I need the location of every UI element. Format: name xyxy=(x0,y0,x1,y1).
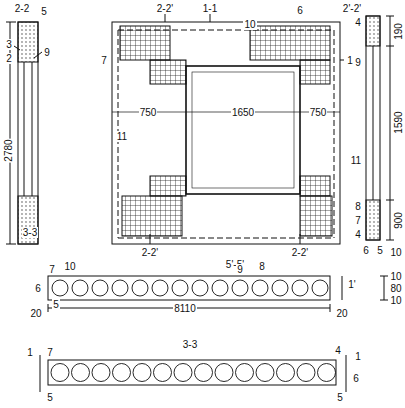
callout-number: 8 xyxy=(354,201,362,212)
hollow-core xyxy=(51,364,69,382)
section-label: 1' xyxy=(347,279,356,290)
callout-number: 7 xyxy=(354,215,362,226)
callout-number: 6 xyxy=(296,5,304,16)
hollow-core xyxy=(277,364,295,382)
section-strip xyxy=(366,16,380,240)
callout-number: 7 xyxy=(46,347,54,358)
dimension: 750 xyxy=(309,107,328,118)
dimension: 20 xyxy=(335,308,348,319)
hollow-core xyxy=(174,364,192,382)
hollow-core xyxy=(172,280,188,296)
callout-number: 1 xyxy=(346,55,354,66)
hollow-core xyxy=(132,280,148,296)
hollow-core xyxy=(52,280,68,296)
callout-number: 9 xyxy=(354,57,362,68)
wall-panel xyxy=(112,22,340,244)
callout-number: 11 xyxy=(116,131,128,142)
hollow-core xyxy=(92,364,110,382)
callout-number: 5 xyxy=(376,245,384,256)
section-label: 2-2 xyxy=(14,3,30,14)
callout-number: 6 xyxy=(362,245,370,256)
slab-section xyxy=(48,276,330,300)
callout-number: 9 xyxy=(43,47,51,58)
slab-section xyxy=(48,360,336,385)
callout-number: 10 xyxy=(243,19,256,30)
section-label: 2-2' xyxy=(291,247,309,258)
hollow-core xyxy=(112,280,128,296)
dimension: 1650 xyxy=(231,107,255,118)
section-label: 3-3 xyxy=(182,339,198,350)
dimension: 8110 xyxy=(173,303,197,314)
callout-number: 10 xyxy=(63,261,76,272)
callout-number: 1 xyxy=(26,347,34,358)
section-strip xyxy=(18,22,38,244)
hollow-core xyxy=(272,280,288,296)
hollow-core xyxy=(133,364,151,382)
callout-number: 5 xyxy=(52,299,60,310)
dimension: 2780 xyxy=(3,138,14,162)
callout-number: 8 xyxy=(258,261,266,272)
hollow-core xyxy=(152,280,168,296)
hollow-core xyxy=(212,280,228,296)
dimension: 750 xyxy=(139,107,158,118)
callout-number: 6 xyxy=(34,283,42,294)
section-label: 2-2' xyxy=(156,3,174,14)
hollow-core xyxy=(92,280,108,296)
dimension: 190 xyxy=(393,22,404,41)
callout-number: 7 xyxy=(100,55,108,66)
hollow-core xyxy=(236,364,254,382)
dimension: 10 xyxy=(389,271,402,282)
callout-number: 4 xyxy=(354,17,362,28)
callout-number: 6 xyxy=(352,373,360,384)
callout-number: 5 xyxy=(336,392,344,403)
callout-number: 9 xyxy=(236,264,244,275)
hollow-core xyxy=(292,280,308,296)
section-label: 2'-2' xyxy=(342,3,362,14)
hollow-core xyxy=(154,364,172,382)
section-label: 3-3 xyxy=(22,227,38,238)
section-label: 2-2' xyxy=(141,247,159,258)
section-label: 1-1 xyxy=(202,3,218,14)
callout-number: 5 xyxy=(46,392,54,403)
hollow-core xyxy=(113,364,131,382)
hollow-core xyxy=(192,280,208,296)
dimension: 20 xyxy=(29,308,42,319)
callout-number: 11 xyxy=(350,155,362,166)
hollow-core xyxy=(232,280,248,296)
callout-number: 4 xyxy=(354,229,362,240)
callout-number: 5 xyxy=(40,6,48,17)
hollow-core xyxy=(195,364,213,382)
callout-number: 1 xyxy=(354,351,362,362)
dimension: 900 xyxy=(393,211,404,230)
hollow-core xyxy=(72,280,88,296)
callout-number: 7 xyxy=(48,264,56,275)
hollow-core xyxy=(297,364,315,382)
hollow-core xyxy=(252,280,268,296)
dimension: 1590 xyxy=(393,110,404,134)
callout-number: 4 xyxy=(334,345,342,356)
dimension: 10 xyxy=(389,295,402,306)
hollow-core xyxy=(318,364,336,382)
hollow-core xyxy=(215,364,233,382)
hollow-core xyxy=(72,364,90,382)
callout-number: 2 xyxy=(5,53,13,64)
hollow-core xyxy=(312,280,328,296)
dimension: 80 xyxy=(389,283,402,294)
window-opening xyxy=(186,66,300,194)
callout-number: 3 xyxy=(5,39,13,50)
hollow-core xyxy=(256,364,274,382)
dimension: 10 xyxy=(389,247,402,258)
